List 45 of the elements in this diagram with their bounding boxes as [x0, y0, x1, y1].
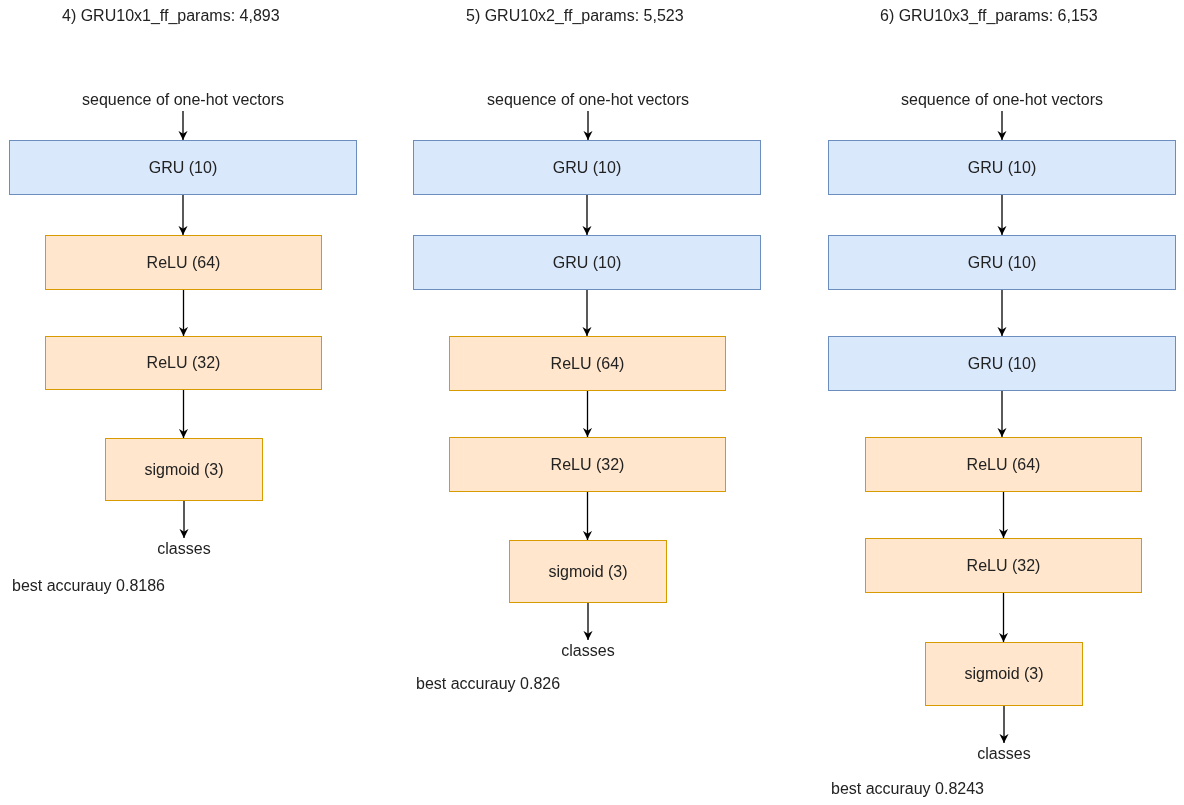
flow-text: classes: [458, 640, 718, 662]
arrow: [997, 390, 1007, 438]
arrow: [582, 194, 592, 236]
arrow: [997, 110, 1007, 141]
arrow: [997, 194, 1007, 236]
arrow: [583, 602, 593, 641]
dense-layer-box: ReLU (64): [865, 437, 1142, 492]
dense-layer-box: sigmoid (3): [105, 438, 263, 501]
dense-layer-box: ReLU (32): [45, 336, 322, 390]
arrow: [998, 491, 1009, 539]
flow-text: classes: [874, 743, 1134, 765]
arrow: [178, 289, 189, 337]
gru-layer-box: GRU (10): [828, 336, 1176, 391]
arrow: [178, 389, 189, 439]
accuracy-note: best accurauy 0.8243: [831, 780, 984, 798]
gru-layer-box: GRU (10): [413, 235, 761, 290]
gru-layer-box: GRU (10): [828, 235, 1176, 290]
accuracy-note: best accurauy 0.8186: [12, 577, 165, 595]
arrow: [178, 110, 188, 141]
arrow: [582, 390, 593, 438]
flow-text: sequence of one-hot vectors: [872, 89, 1132, 111]
gru-layer-box: GRU (10): [9, 140, 357, 195]
arrow: [583, 110, 593, 141]
arrow: [997, 289, 1007, 337]
arrow: [582, 491, 593, 541]
gru-layer-box: GRU (10): [413, 140, 761, 195]
dense-layer-box: ReLU (32): [449, 437, 726, 492]
arrow: [179, 500, 189, 539]
dense-layer-box: sigmoid (3): [925, 642, 1083, 706]
dense-layer-box: sigmoid (3): [509, 540, 667, 603]
model-title: 4) GRU10x1_ff_params: 4,893: [62, 7, 280, 25]
arrow: [998, 592, 1009, 643]
model-title: 6) GRU10x3_ff_params: 6,153: [880, 7, 1098, 25]
arrow: [582, 289, 592, 337]
dense-layer-box: ReLU (64): [449, 336, 726, 391]
arrow: [999, 705, 1009, 744]
flow-text: sequence of one-hot vectors: [53, 89, 313, 111]
flow-text: classes: [54, 538, 314, 560]
model-title: 5) GRU10x2_ff_params: 5,523: [466, 7, 684, 25]
dense-layer-box: ReLU (32): [865, 538, 1142, 593]
gru-layer-box: GRU (10): [828, 140, 1176, 195]
arrow: [178, 194, 188, 236]
flow-text: sequence of one-hot vectors: [458, 89, 718, 111]
accuracy-note: best accurauy 0.826: [416, 675, 561, 693]
dense-layer-box: ReLU (64): [45, 235, 322, 290]
